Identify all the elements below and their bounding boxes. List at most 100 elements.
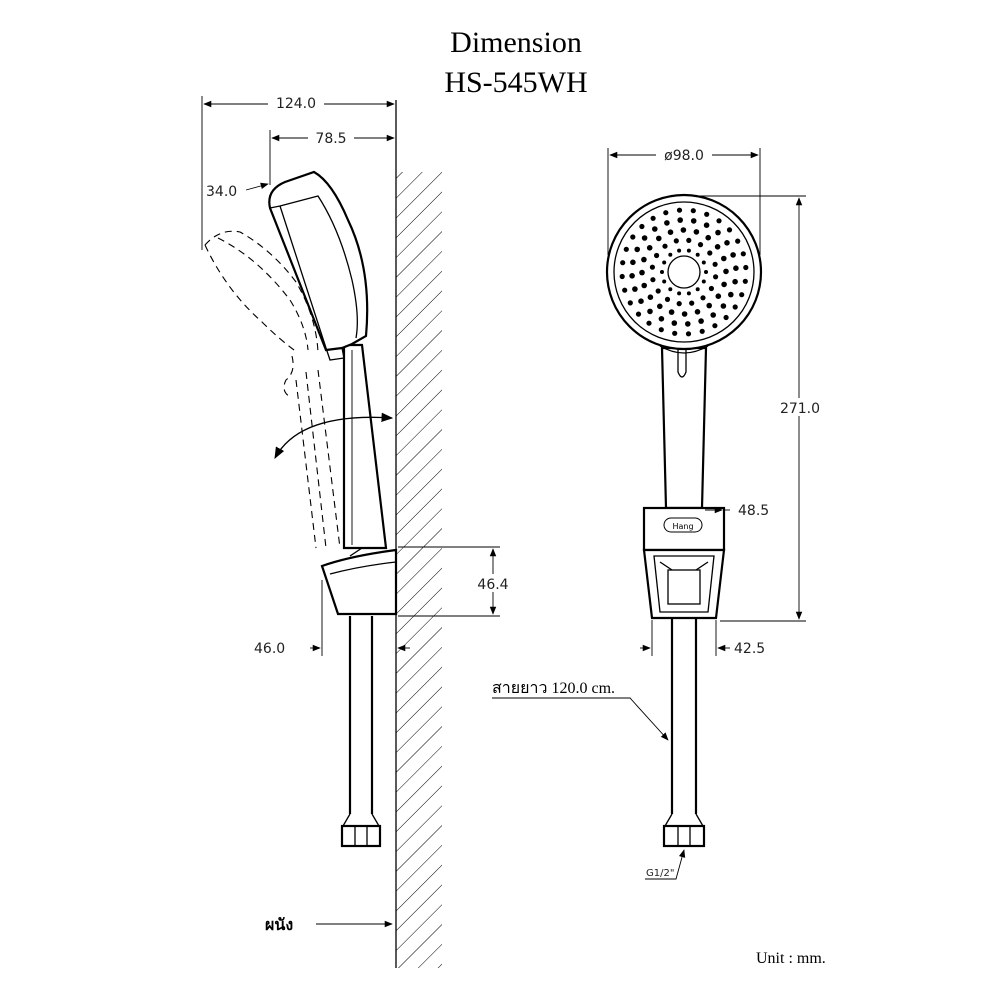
nozzle-dot	[676, 207, 683, 213]
nozzle-dot	[740, 251, 746, 257]
nozzle-dot	[721, 255, 727, 262]
handle-side	[342, 343, 388, 550]
nozzle-dot	[677, 291, 682, 296]
nozzle-dot	[650, 215, 656, 221]
dim-holder-depth: 46.0	[254, 580, 410, 657]
nozzle-dot	[716, 218, 722, 224]
dim-total-width-label: 124.0	[276, 96, 316, 112]
nozzle-dot	[743, 264, 749, 271]
nozzle-dot	[647, 294, 654, 301]
nozzle-dot	[732, 278, 738, 285]
nozzle-dot	[647, 308, 653, 315]
nozzle-dot	[629, 273, 635, 279]
nozzle-dot	[634, 246, 640, 253]
nozzle-dot	[689, 300, 695, 306]
nozzle-dot	[671, 320, 678, 326]
nozzle-dot	[620, 260, 626, 266]
nozzle-dot	[721, 281, 727, 288]
nozzle-dot	[658, 316, 665, 322]
nozzle-dot	[720, 303, 727, 309]
nozzle-dot	[658, 327, 664, 333]
nozzle-dot	[708, 285, 715, 292]
nozzle-dot	[697, 242, 704, 248]
handle-front	[660, 346, 708, 510]
nozzle-dot	[728, 291, 734, 298]
hose-length-label: สายยาว 120.0 cm.	[492, 680, 615, 697]
nozzle-dot	[646, 320, 652, 326]
side-view: 124.0 78.5 34.0	[201, 94, 516, 968]
rotation-arrow	[274, 412, 394, 460]
dim-total-height-label: 271.0	[780, 401, 820, 417]
holder-front: Hang	[642, 506, 726, 620]
nozzle-dot	[695, 252, 700, 257]
dim-head-diameter: ø98.0	[607, 145, 761, 255]
nozzle-dot	[686, 248, 691, 253]
nozzle-dot	[723, 268, 729, 275]
nozzle-dot	[654, 252, 660, 259]
nozzle-dot	[732, 304, 738, 310]
nozzle-dot	[739, 292, 745, 298]
nozzle-dot	[656, 235, 662, 242]
dim-head-width: 78.5	[269, 128, 395, 185]
nozzle-dot	[667, 229, 674, 235]
nozzle-dot	[733, 265, 739, 272]
nozzle-dot	[676, 301, 682, 307]
nozzle-dot	[672, 330, 678, 336]
nozzle-dot	[704, 211, 710, 217]
nozzle-dot	[686, 291, 691, 296]
nozzle-dot	[662, 243, 668, 249]
nozzle-dot	[694, 309, 701, 315]
nozzle-dot	[646, 245, 653, 251]
holder-side	[320, 547, 398, 616]
nozzle-dot	[730, 252, 736, 258]
nozzle-dot	[677, 248, 682, 253]
nozzle-dot	[681, 311, 688, 317]
nozzle-dot	[701, 279, 706, 284]
nozzle-dot	[699, 328, 705, 334]
brand-mark: Hang	[672, 522, 693, 531]
nozzle-dot	[726, 227, 733, 233]
nozzle-dot	[677, 217, 683, 223]
nozzle-dot	[686, 237, 692, 243]
nozzle-dot	[641, 235, 648, 241]
nozzle-dot	[690, 208, 696, 214]
nozzle-dot	[641, 256, 647, 263]
nozzle-dot	[712, 323, 718, 329]
nozzle-dot	[695, 287, 700, 292]
nozzle-dot	[715, 229, 721, 236]
nozzle-dot	[735, 238, 741, 244]
nozzle-dot	[704, 270, 708, 274]
thread-note: G1/2"	[645, 849, 686, 880]
hose-length-note: สายยาว 120.0 cm.	[492, 680, 669, 741]
nozzle-dot	[639, 223, 645, 230]
dim-holder-height: 46.4	[398, 546, 516, 617]
nozzle-dot	[622, 287, 628, 293]
nozzle-dot	[662, 279, 667, 284]
spray-nozzles	[619, 207, 749, 337]
dim-total-width: 124.0	[201, 94, 395, 250]
nozzle-dot	[685, 331, 692, 337]
title-dimension: Dimension	[450, 26, 582, 59]
dim-tilt: 34.0	[206, 182, 269, 200]
nozzle-dot	[664, 296, 671, 302]
nozzle-dot	[673, 238, 679, 244]
nozzle-dot	[705, 234, 711, 241]
nozzle-dot	[685, 321, 691, 327]
dim-total-height: 271.0	[686, 195, 828, 622]
nozzle-dot	[712, 261, 718, 267]
nozzle-dot	[632, 286, 638, 292]
nozzle-dot	[639, 269, 645, 276]
nozzle-dot	[652, 226, 658, 232]
nozzle-dot	[619, 273, 625, 280]
nozzle-dot	[663, 210, 669, 216]
dim-head-width-label: 78.5	[315, 131, 346, 147]
nozzle-dot	[710, 312, 716, 318]
nozzle-dot	[635, 311, 642, 317]
nozzle-dot	[630, 234, 636, 240]
nozzle-dot	[623, 246, 629, 252]
wall-label-group: ผนัง	[265, 916, 393, 934]
nozzle-dot	[724, 240, 730, 246]
nozzle-dot	[700, 295, 706, 301]
title-model: HS-545WH	[444, 66, 587, 99]
wall-label: ผนัง	[265, 916, 293, 934]
